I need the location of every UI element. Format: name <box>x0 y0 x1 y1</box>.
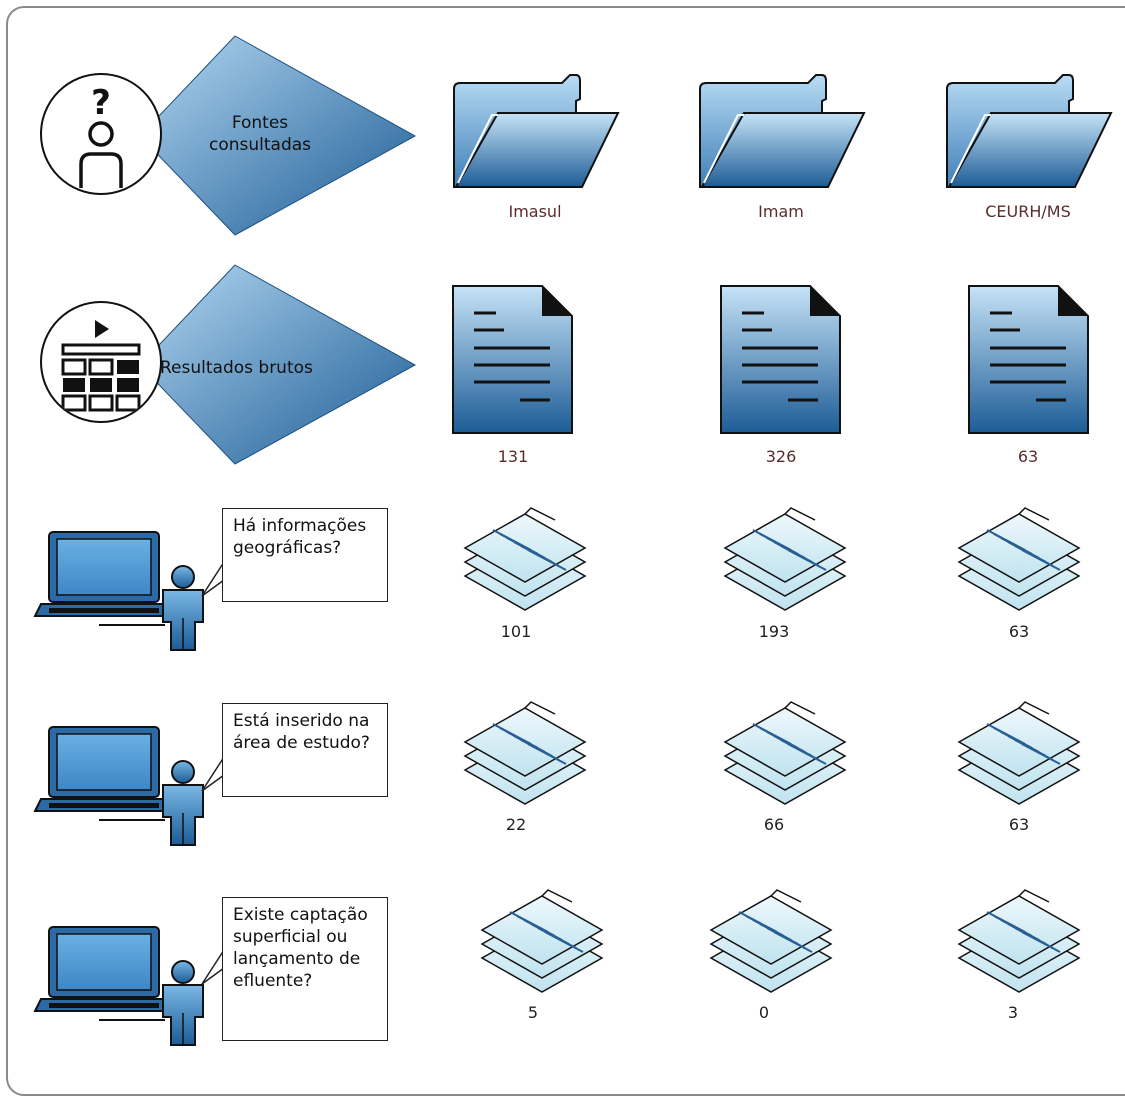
stacked-pages-icon <box>480 889 604 993</box>
area-count-imam: 66 <box>763 815 785 834</box>
area-count-imasul: 22 <box>505 815 527 834</box>
document-icon <box>720 285 841 434</box>
stacked-pages-icon <box>723 701 847 805</box>
stacked-pages-icon <box>709 889 833 993</box>
capt-count-imasul: 5 <box>527 1003 539 1022</box>
capt-count-imam: 0 <box>758 1003 770 1022</box>
question-geo: Há informações geográficas? <box>222 508 388 602</box>
stacked-pages-icon <box>463 507 587 611</box>
document-icon <box>452 285 573 434</box>
area-count-ceurh: 63 <box>1008 815 1030 834</box>
table-play-icon <box>40 301 162 423</box>
stacked-pages-icon <box>957 889 1081 993</box>
stacked-pages-icon <box>723 507 847 611</box>
raw-results-diamond <box>139 264 417 465</box>
computer-user-icon <box>33 726 204 846</box>
stacked-pages-icon <box>463 701 587 805</box>
geo-count-imasul: 101 <box>500 622 532 641</box>
raw-count-ceurh: 63 <box>1017 447 1039 466</box>
folder-icon <box>699 74 866 188</box>
folder-icon <box>453 74 620 188</box>
raw-results-label: Resultados brutos <box>160 358 313 378</box>
question-captacao: Existe captação superficial ou lançament… <box>222 897 388 1041</box>
stacked-pages-icon <box>957 507 1081 611</box>
raw-count-imasul: 131 <box>497 447 529 466</box>
capt-count-ceurh: 3 <box>1007 1003 1019 1022</box>
speech-bubble-tail <box>201 756 225 792</box>
sources-diamond <box>139 35 417 236</box>
question-study-area: Está inserido na área de estudo? <box>222 703 388 797</box>
question-person-icon: ? <box>40 73 162 195</box>
document-icon <box>968 285 1089 434</box>
source-label-imam: Imam <box>758 202 804 221</box>
source-label-ceurh: CEURH/MS <box>985 202 1071 221</box>
geo-count-ceurh: 63 <box>1008 622 1030 641</box>
sources-label: Fontes consultadas <box>208 113 312 155</box>
geo-count-imam: 193 <box>758 622 790 641</box>
raw-count-imam: 326 <box>765 447 797 466</box>
computer-user-icon <box>33 926 204 1046</box>
speech-bubble-tail <box>201 949 225 985</box>
source-label-imasul: Imasul <box>508 202 562 221</box>
folder-icon <box>946 74 1113 188</box>
svg-text:?: ? <box>91 83 111 123</box>
speech-bubble-tail <box>201 561 225 597</box>
computer-user-icon <box>33 531 204 651</box>
stacked-pages-icon <box>957 701 1081 805</box>
